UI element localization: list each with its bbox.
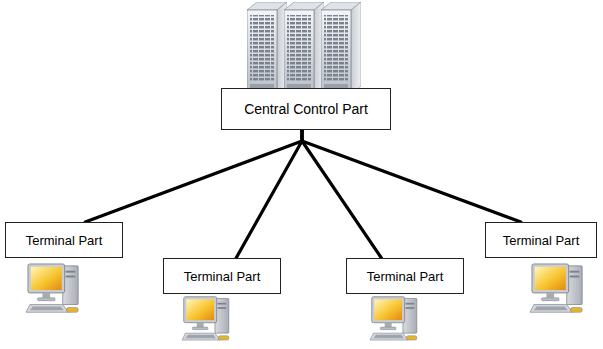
terminal-box: Terminal Part [5,222,123,258]
box-label: Terminal Part [503,233,580,248]
network-link [302,130,521,222]
computer-icon [530,264,582,312]
terminal-box: Terminal Part [485,222,597,258]
control-box: Central Control Part [221,88,391,130]
network-link [85,130,302,222]
box-label: Terminal Part [26,233,103,248]
computer-icon [182,297,229,340]
box-label: Terminal Part [367,269,444,284]
terminal-box: Terminal Part [346,258,464,294]
server-icon [247,2,361,94]
computer-icon [26,264,78,312]
box-label: Central Control Part [244,101,368,117]
network-link [302,130,381,258]
terminal-box: Terminal Part [163,258,281,294]
computer-icon [370,297,417,340]
box-label: Terminal Part [184,269,261,284]
network-link [236,130,302,258]
